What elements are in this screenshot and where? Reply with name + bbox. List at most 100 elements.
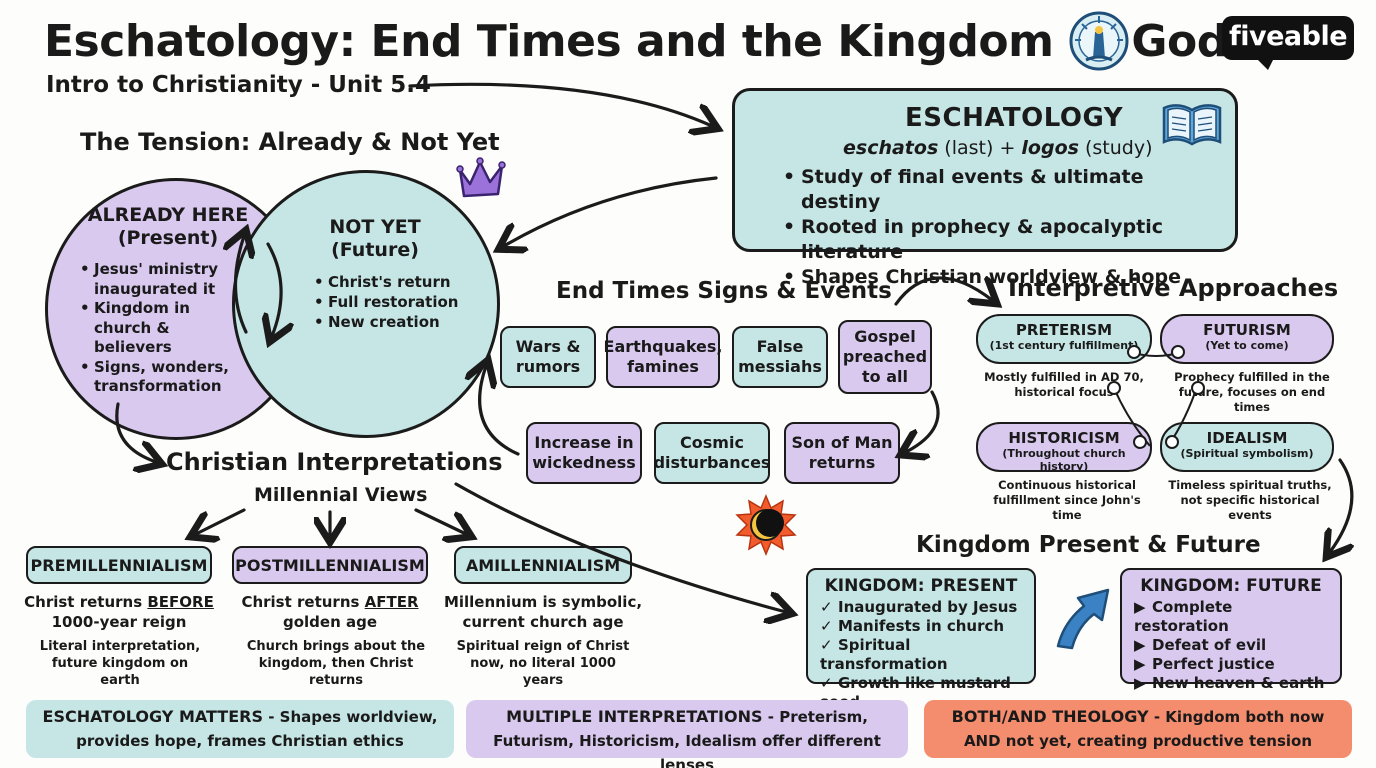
- approach-knot: [1107, 381, 1121, 395]
- amil-desc-c: current church age: [462, 613, 624, 631]
- footer-multiple-interpretations: MULTIPLE INTERPRETATIONS - Preterism, Fut…: [466, 700, 908, 768]
- preterism-sub: (1st century fulfillment): [989, 339, 1139, 352]
- kingdom-present-list: ✓Inaugurated by Jesus ✓Manifests in chur…: [820, 598, 1022, 712]
- footer-line2: Futurism, Historicism, Idealism offer di…: [493, 732, 881, 768]
- footer-bold: ESCHATOLOGY MATTERS: [42, 707, 263, 726]
- already-heading: ALREADY HERE (Present): [70, 204, 266, 250]
- sign-son-of-man: Son of Man returns: [784, 422, 900, 484]
- etymology-word-eschatos: eschatos: [843, 137, 939, 159]
- idealism-name: IDEALISM: [1206, 429, 1288, 447]
- premil-desc-a: Christ returns: [24, 593, 148, 611]
- postmil-desc-c: golden age: [282, 613, 378, 631]
- historicism-name: HISTORICISM: [1008, 429, 1120, 447]
- postmil-desc-a: Christ returns: [241, 593, 365, 611]
- list-item-text: New heaven & earth: [1152, 674, 1325, 692]
- christian-interpretations-title: Christian Interpretations: [166, 448, 503, 476]
- list-item: Study of final events & ultimate destiny: [781, 165, 1211, 215]
- preterism-desc: Mostly fulfilled in AD 70, historical fo…: [984, 370, 1144, 399]
- check-icon: ✓: [820, 674, 833, 692]
- end-times-title: End Times Signs & Events: [556, 278, 892, 304]
- eclipse-icon: [735, 494, 797, 556]
- idealism-desc: Timeless spiritual truths, not specific …: [1168, 478, 1332, 522]
- arrow-interpretations-to-kingdom: [454, 482, 786, 612]
- arrow-tension-to-interpretations: [115, 402, 156, 462]
- premillennialism-desc: Christ returns BEFORE 1000-year reign: [18, 592, 220, 632]
- eschatology-box: ESCHATOLOGY eschatos (last) + logos (stu…: [732, 88, 1238, 290]
- footer-text: - Kingdom both now: [1148, 708, 1325, 726]
- premil-desc-before: BEFORE: [147, 593, 214, 611]
- crown-icon: [456, 157, 506, 198]
- amil-desc-a: Millennium is symbolic,: [443, 593, 643, 611]
- historicism-sub: (Throughout church history): [1002, 447, 1126, 473]
- approach-knot: [1171, 345, 1185, 359]
- logo-tail: [1256, 58, 1274, 70]
- arrow-signs-loop-back: [480, 366, 520, 456]
- list-item-text: Defeat of evil: [1152, 636, 1267, 654]
- historicism-pill: HISTORICISM (Throughout church history): [976, 422, 1152, 473]
- amillennialism-desc: Millennium is symbolic, current church ag…: [440, 592, 646, 632]
- approach-knot: [1133, 435, 1147, 449]
- play-bullet-icon: ▶: [1134, 598, 1146, 616]
- kingdom-present-title: KINGDOM: PRESENT: [824, 576, 1018, 596]
- not-yet-list: Christ's return Full restoration New cre…: [312, 272, 462, 332]
- etymology-word-logos: logos: [1021, 137, 1079, 159]
- kingdom-future-box: KINGDOM: FUTURE ▶Complete restoration ▶D…: [1120, 568, 1342, 692]
- already-list: Jesus' ministry inaugurated it Kingdom i…: [78, 260, 248, 397]
- lighthouse-icon: [1069, 11, 1129, 71]
- sign-false-messiahs: False messiahs: [732, 326, 828, 388]
- footer-bold: BOTH/AND THEOLOGY: [951, 707, 1149, 726]
- list-item: Jesus' ministry inaugurated it: [78, 260, 248, 299]
- not-yet-sub: (Future): [331, 239, 419, 261]
- upward-arrow-icon: [1056, 588, 1110, 650]
- arrow-cycle-up: [235, 236, 246, 334]
- brand-logo[interactable]: fiveable: [1222, 16, 1354, 60]
- futurism-desc: Prophecy fulfilled in the future, focuse…: [1174, 370, 1330, 414]
- postmil-desc-after: AFTER: [364, 593, 419, 611]
- arrow-signs-to-approaches: [894, 278, 992, 304]
- not-yet-title: NOT YET: [329, 216, 421, 238]
- list-item-text: Complete restoration: [1134, 598, 1233, 635]
- premillennialism-box: PREMILLENNIALISM: [26, 546, 212, 584]
- interpretive-title: Interpretive Approaches: [1008, 274, 1339, 302]
- futurism-pill: FUTURISM (Yet to come): [1160, 314, 1334, 364]
- footer-line2: AND not yet, creating productive tension: [963, 732, 1313, 750]
- sign-cosmic: Cosmic disturbances: [654, 422, 770, 484]
- sign-wickedness: Increase in wickedness: [526, 422, 642, 484]
- sign-gospel: Gospel preached to all: [838, 320, 932, 394]
- kingdom-future-list: ▶Complete restoration ▶Defeat of evil ▶P…: [1134, 598, 1328, 693]
- page-title: Eschatology: End Times and the Kingdom o…: [44, 16, 1228, 67]
- idealism-sub: (Spiritual symbolism): [1180, 447, 1314, 460]
- footer-text: - Preterism,: [762, 708, 868, 726]
- preterism-name: PRETERISM: [1015, 321, 1113, 339]
- check-icon: ✓: [820, 617, 833, 635]
- postmillennialism-desc: Christ returns AFTER golden age: [230, 592, 430, 632]
- postmillennialism-box: POSTMILLENNIALISM: [232, 546, 428, 584]
- approach-knot: [1127, 345, 1141, 359]
- list-item: Rooted in prophecy & apocalyptic literat…: [781, 215, 1211, 265]
- tension-title: The Tension: Already & Not Yet: [80, 128, 500, 156]
- millennial-views-title: Millennial Views: [254, 484, 428, 506]
- premillennialism-note: Literal interpretation, future kingdom o…: [39, 639, 201, 688]
- already-sub: (Present): [117, 227, 219, 249]
- play-bullet-icon: ▶: [1134, 636, 1146, 654]
- footer-eschatology-matters: ESCHATOLOGY MATTERS - Shapes worldview,p…: [26, 700, 454, 758]
- arrow-cycle-down: [268, 242, 281, 336]
- premil-desc-c: 1000-year reign: [51, 613, 187, 631]
- approach-knot: [1165, 435, 1179, 449]
- list-item: ▶Complete restoration: [1134, 598, 1328, 636]
- postmillennialism-note: Church brings about the kingdom, then Ch…: [246, 639, 426, 688]
- play-bullet-icon: ▶: [1134, 655, 1146, 673]
- list-item-text: Inaugurated by Jesus: [838, 598, 1018, 616]
- arrow-signs-top-to-bottom: [906, 390, 940, 452]
- approach-knot: [1191, 381, 1205, 395]
- footer-bold: MULTIPLE INTERPRETATIONS: [506, 707, 763, 726]
- already-title: ALREADY HERE: [87, 204, 249, 226]
- book-icon: [1162, 104, 1222, 146]
- list-item: ✓Inaugurated by Jesus: [820, 598, 1022, 617]
- footer-text: - Shapes worldview,: [262, 708, 438, 726]
- sign-earthquakes: Earthquakes, famines: [604, 326, 722, 388]
- preterism-pill: PRETERISM (1st century fulfillment): [976, 314, 1152, 364]
- kingdom-title: Kingdom Present & Future: [916, 532, 1261, 558]
